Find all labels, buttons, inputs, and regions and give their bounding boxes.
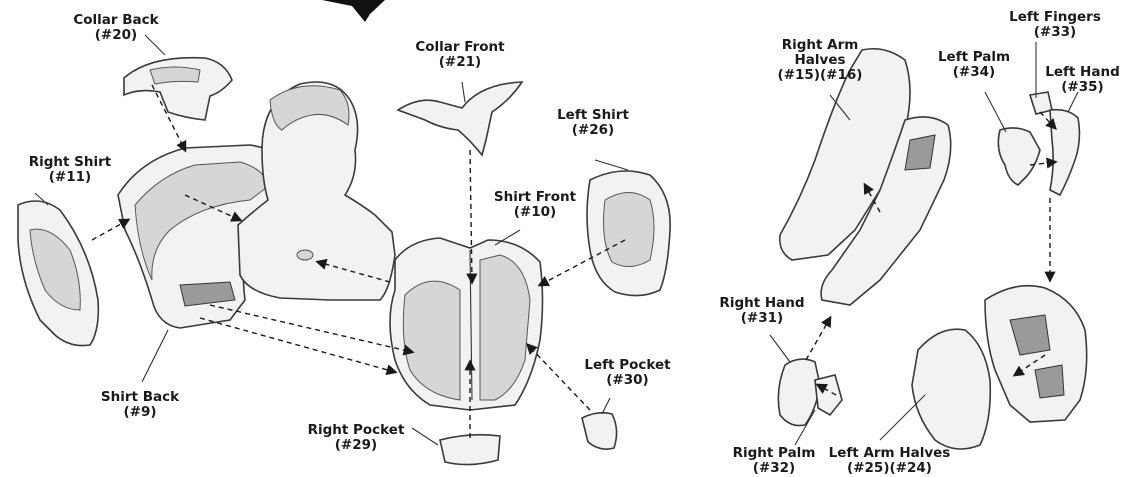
- collar-front-part: [398, 82, 522, 155]
- label-right-shirt: Right Shirt (#11): [20, 155, 120, 185]
- label-left-arm-halves: Left Arm Halves (#25)(#24): [822, 446, 957, 476]
- leader-right-hand: [770, 335, 790, 362]
- right-palm-part: [815, 375, 842, 415]
- label-left-pocket: Left Pocket (#30): [575, 358, 680, 388]
- leader-shirt-back: [142, 330, 168, 382]
- label-right-palm: Right Palm (#32): [725, 446, 823, 476]
- left-hand-part: [1050, 110, 1079, 195]
- left-fingers-part: [1030, 92, 1052, 114]
- label-right-pocket: Right Pocket (#29): [300, 423, 412, 453]
- label-collar-front: Collar Front (#21): [405, 40, 515, 70]
- label-collar-back: Collar Back (#20): [66, 13, 166, 43]
- left-pocket-part: [582, 413, 617, 449]
- leader-left-palm: [985, 92, 1006, 132]
- arrow-back-to-front-lower: [200, 318, 395, 372]
- direction-arrow-icon: [322, 0, 385, 22]
- left-shirt-inner: [604, 193, 654, 267]
- collar-back-detail: [150, 67, 200, 84]
- left-palm-part: [998, 128, 1040, 185]
- left-arm-peg-lower: [1035, 365, 1064, 398]
- leader-left-shirt: [595, 160, 628, 170]
- leader-collar-front: [462, 82, 465, 102]
- leader-left-arm: [880, 395, 925, 440]
- label-left-palm: Left Palm (#34): [930, 50, 1018, 80]
- arrow-right-shirt: [92, 220, 128, 240]
- arrow-back-to-front-upper: [210, 305, 412, 352]
- leader-left-hand: [1068, 92, 1078, 112]
- leader-left-pocket: [602, 398, 610, 414]
- right-pocket-part: [440, 435, 500, 465]
- leader-right-pocket: [412, 428, 438, 445]
- bust-peg: [297, 250, 313, 260]
- label-right-arm-halves: Right Arm Halves (#15)(#16): [770, 38, 870, 83]
- label-shirt-back: Shirt Back (#9): [95, 390, 185, 420]
- label-shirt-front: Shirt Front (#10): [490, 190, 580, 220]
- label-left-hand: Left Hand (#35): [1040, 65, 1125, 95]
- label-left-shirt: Left Shirt (#26): [548, 108, 638, 138]
- right-hand-part: [778, 359, 820, 425]
- label-right-hand: Right Hand (#31): [712, 296, 812, 326]
- label-left-fingers: Left Fingers (#33): [995, 10, 1115, 40]
- arm-peg: [905, 135, 935, 170]
- left-arm-half-back: [985, 286, 1087, 422]
- left-arm-half-front: [912, 329, 990, 449]
